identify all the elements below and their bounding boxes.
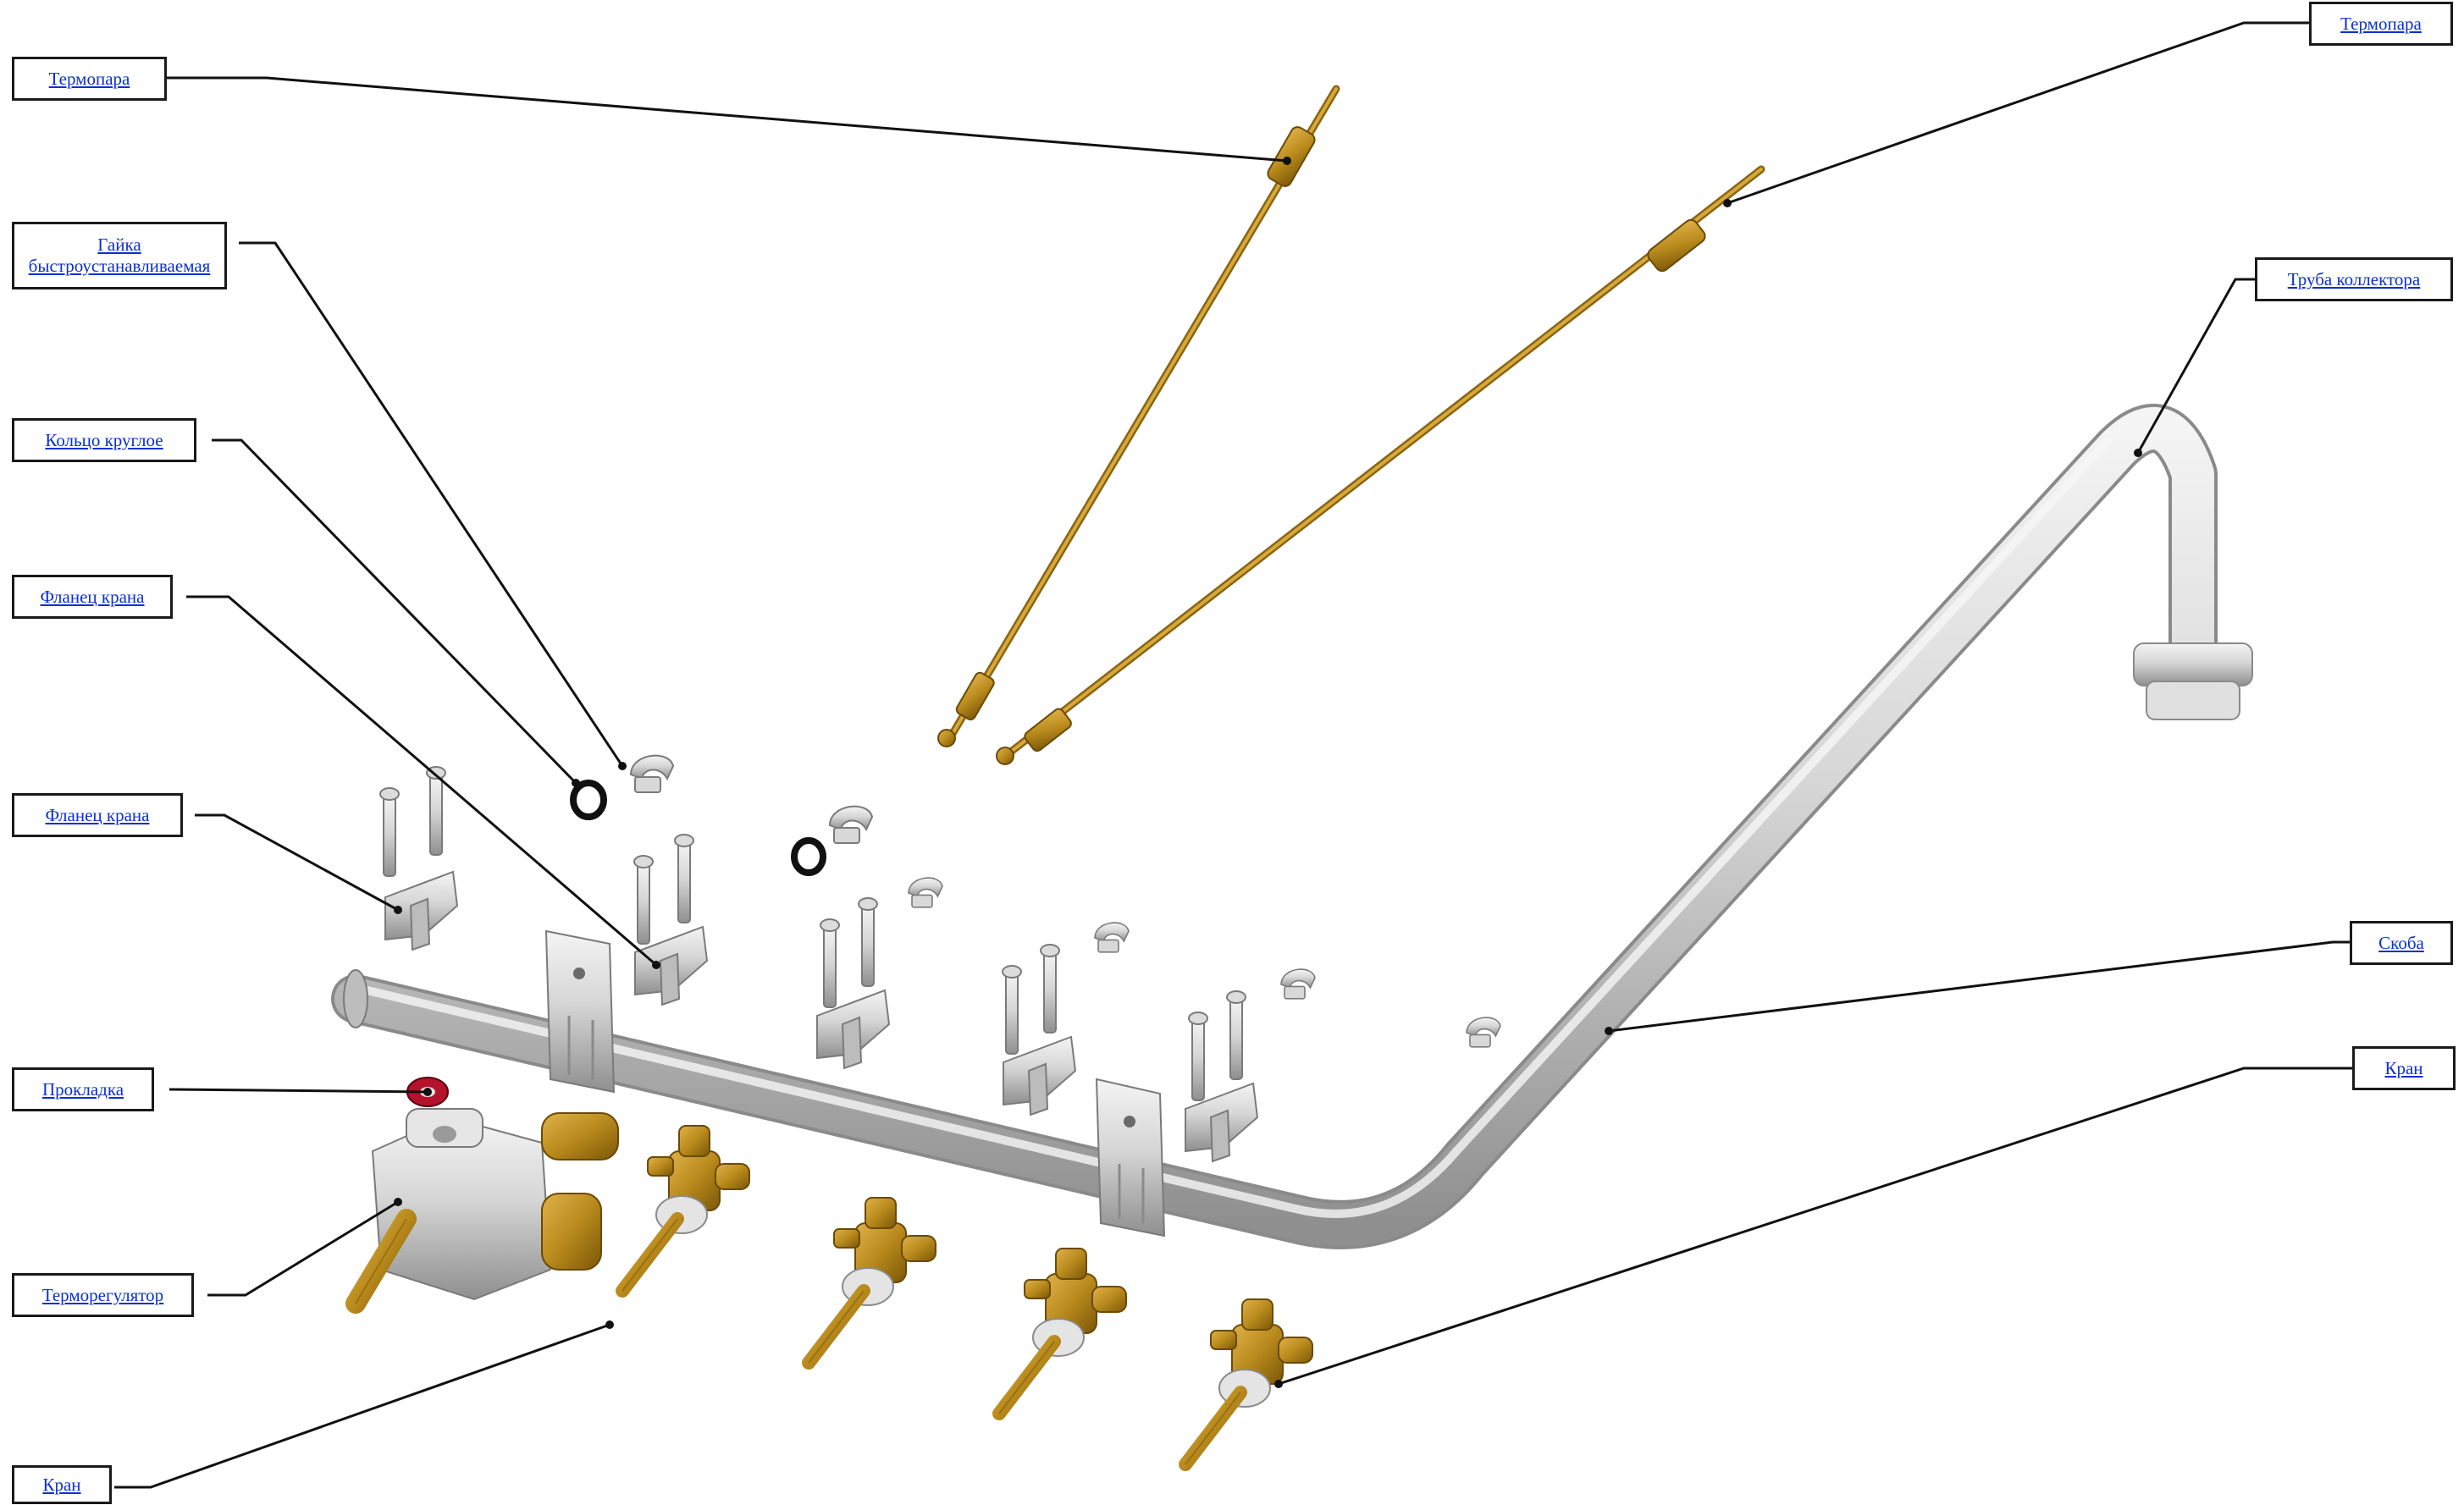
bolt-4: [674, 834, 694, 923]
leader-valve-right: [1278, 1067, 2352, 1386]
leader-thermostat: [207, 1200, 399, 1297]
bolt-5: [820, 918, 840, 1008]
quick-nut-1: [630, 754, 674, 793]
tube-bracket-2: [1095, 1078, 1166, 1238]
valve-3: [999, 1249, 1126, 1414]
link-gasket[interactable]: Прокладка: [41, 1078, 124, 1100]
link-thermostat[interactable]: Терморегулятор: [41, 1284, 164, 1305]
quick-nut-2: [829, 805, 873, 844]
callout-bracket: Скоба: [2350, 921, 2453, 965]
link-flange-1[interactable]: Фланец крана: [40, 586, 145, 607]
leader-valve-bottom: [114, 1323, 610, 1489]
leader-bracket: [1608, 940, 2350, 1033]
leader-o-ring: [212, 438, 577, 785]
callout-manifold-tube: Труба коллектора: [2255, 257, 2453, 301]
clip-4: [1466, 1017, 1501, 1048]
callout-o-ring: Кольцо круглое: [12, 418, 196, 462]
manifold-tube: [331, 404, 2253, 1249]
link-flange-2[interactable]: Фланец крана: [45, 804, 150, 825]
bolt-6: [858, 897, 878, 987]
link-thermocouple-left[interactable]: Термопара: [48, 68, 130, 89]
bolt-1: [379, 787, 400, 877]
callout-thermocouple-right: Термопара: [2309, 2, 2453, 46]
clip-2: [1094, 922, 1130, 953]
link-valve-right[interactable]: Кран: [2384, 1057, 2423, 1078]
quick-nut-label-line2: быстроустанавливаемая: [28, 256, 211, 276]
valve-1: [622, 1126, 749, 1291]
link-o-ring[interactable]: Кольцо круглое: [45, 429, 163, 450]
leader-thermocouple-right: [1726, 21, 2309, 205]
callout-flange-2: Фланец крана: [12, 793, 183, 837]
callout-flange-1: Фланец крана: [12, 575, 173, 619]
leader-lines: [114, 21, 2352, 1489]
leader-gasket: [169, 1088, 428, 1094]
o-ring-2: [791, 837, 826, 876]
bolt-3: [633, 855, 654, 945]
thermostat: [345, 1108, 619, 1314]
leader-thermocouple-left: [167, 76, 1288, 163]
leader-dots: [394, 157, 2142, 1388]
bolt-9: [1188, 1012, 1208, 1101]
o-ring-1: [570, 780, 607, 820]
bolt-8: [1040, 944, 1060, 1034]
thermocouple-left: [937, 85, 1340, 747]
bolt-10: [1226, 990, 1246, 1080]
callout-thermostat: Терморегулятор: [12, 1273, 194, 1317]
leader-flange-2: [195, 813, 399, 912]
clip-1: [908, 877, 943, 908]
callout-quick-nut: Гайка быстроустанавливаемая: [12, 222, 227, 289]
tube-bracket-1: [544, 929, 616, 1094]
callout-valve-right: Кран: [2352, 1046, 2456, 1090]
link-valve-bottom[interactable]: Кран: [42, 1474, 81, 1495]
link-bracket[interactable]: Скоба: [2378, 932, 2424, 953]
leader-manifold-tube: [2136, 278, 2255, 454]
link-thermocouple-right[interactable]: Термопара: [2340, 13, 2422, 34]
valve-2: [809, 1198, 936, 1363]
clip-3: [1280, 968, 1316, 1000]
bolt-7: [1002, 965, 1022, 1055]
leader-flange-1: [186, 595, 657, 967]
callout-valve-bottom: Кран: [12, 1465, 112, 1504]
callout-thermocouple-left: Термопара: [12, 57, 167, 101]
thermocouple-right: [996, 165, 1765, 765]
leader-quick-nut: [239, 241, 624, 767]
link-manifold-tube[interactable]: Труба коллектора: [2287, 268, 2421, 289]
callout-gasket: Прокладка: [12, 1067, 154, 1111]
quick-nut-label-line1: Гайка: [97, 234, 141, 255]
valve-4: [1185, 1299, 1312, 1464]
link-quick-nut[interactable]: Гайка быстроустанавливаемая: [29, 234, 211, 277]
